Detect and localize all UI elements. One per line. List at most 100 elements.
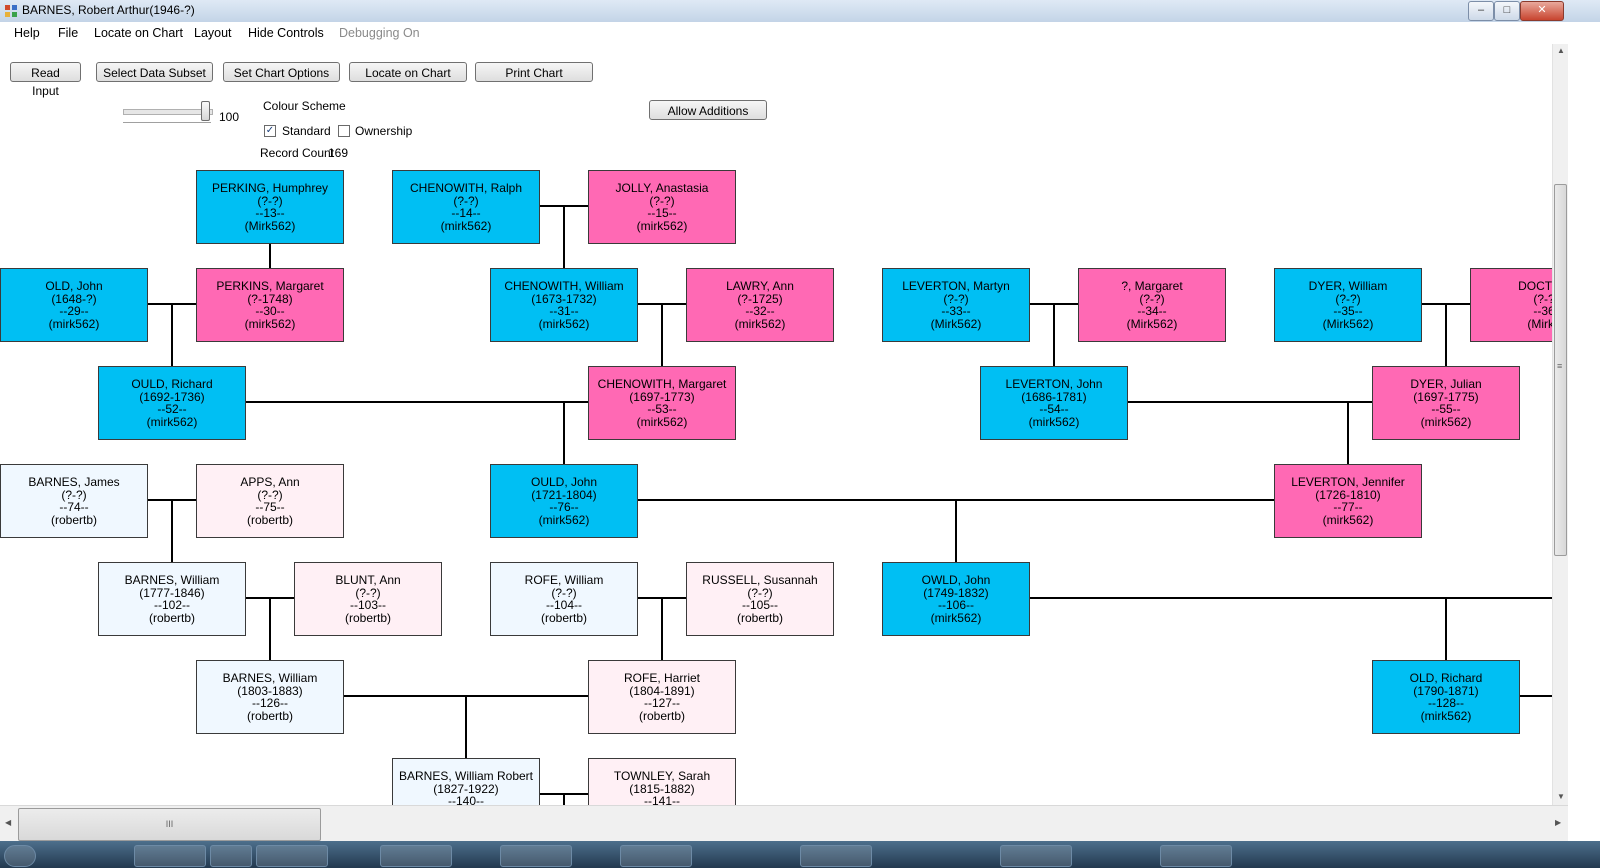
- person-box[interactable]: ROFE, William(?-?)--104--(robertb): [490, 562, 638, 636]
- person-box[interactable]: BARNES, James(?-?)--74--(robertb): [0, 464, 148, 538]
- maximize-button[interactable]: □: [1494, 1, 1520, 21]
- person-dates: (1692-1736): [139, 389, 205, 404]
- person-id: --140--: [447, 794, 484, 805]
- allow-additions-button[interactable]: Allow Additions: [649, 100, 767, 120]
- horizontal-scrollbar[interactable]: ◀ III ▶: [0, 805, 1568, 842]
- person-box[interactable]: LEVERTON, Martyn(?-?)--33--(Mirk562): [882, 268, 1030, 342]
- taskbar-item[interactable]: [1160, 845, 1232, 867]
- person-box[interactable]: CHENOWITH, Margaret(1697-1773)--53--(mir…: [588, 366, 736, 440]
- person-box[interactable]: OLD, John(1648-?)--29--(mirk562): [0, 268, 148, 342]
- taskbar-item[interactable]: [256, 845, 328, 867]
- menu-debugging-on[interactable]: Debugging On: [339, 26, 420, 40]
- person-id: --104--: [545, 598, 582, 612]
- vertical-scroll-thumb[interactable]: ≡: [1554, 184, 1567, 556]
- standard-checkbox[interactable]: ✓: [264, 125, 276, 137]
- person-box[interactable]: OWLD, John(1749-1832)--106--(mirk562): [882, 562, 1030, 636]
- taskbar-item[interactable]: [800, 845, 872, 867]
- set-chart-options-button[interactable]: Set Chart Options: [223, 62, 340, 82]
- person-dates: (?-?): [355, 585, 381, 600]
- person-box[interactable]: ?, Margaret(?-?)--34--(Mirk562): [1078, 268, 1226, 342]
- person-dates: (?-?): [61, 487, 87, 502]
- taskbar-item[interactable]: [380, 845, 452, 867]
- print-chart-button[interactable]: Print Chart: [475, 62, 593, 82]
- person-box[interactable]: DYER, William(?-?)--35--(Mirk562): [1274, 268, 1422, 342]
- person-box[interactable]: PERKINS, Margaret(?-1748)--30--(mirk562): [196, 268, 344, 342]
- ownership-label: Ownership: [355, 124, 413, 138]
- person-name: BARNES, James: [28, 475, 120, 489]
- person-name: DOCTON: [1518, 279, 1552, 293]
- menu-locate-on-chart[interactable]: Locate on Chart: [94, 26, 183, 40]
- person-dates: (1726-1810): [1315, 487, 1381, 502]
- scroll-up-arrow-icon[interactable]: ▲: [1557, 46, 1565, 55]
- taskbar-item[interactable]: [500, 845, 572, 867]
- vertical-scrollbar[interactable]: ▲ ≡ ▼: [1552, 44, 1569, 805]
- person-box[interactable]: LEVERTON, Jennifer(1726-1810)--77--(mirk…: [1274, 464, 1422, 538]
- family-tree-chart[interactable]: PERKING, Humphrey(?-?)--13--(Mirk562) CHE…: [0, 160, 1552, 805]
- menu-help[interactable]: Help: [14, 26, 40, 40]
- person-box[interactable]: APPS, Ann(?-?)--75--(robertb): [196, 464, 344, 538]
- person-box[interactable]: CHENOWITH, William(1673-1732)--31--(mirk…: [490, 268, 638, 342]
- horizontal-scroll-thumb[interactable]: III: [18, 808, 321, 841]
- locate-on-chart-button[interactable]: Locate on Chart: [349, 62, 467, 82]
- person-id: --54--: [1039, 402, 1069, 416]
- taskbar-item[interactable]: [620, 845, 692, 867]
- person-name: DYER, Julian: [1410, 377, 1482, 391]
- scroll-down-arrow-icon[interactable]: ▼: [1557, 792, 1565, 801]
- person-box[interactable]: BARNES, William(1777-1846)--102--(robert…: [98, 562, 246, 636]
- read-input-button[interactable]: Read Input: [10, 62, 81, 98]
- person-box[interactable]: OLD, Richard(1790-1871)--128--(mirk562): [1372, 660, 1520, 734]
- start-button[interactable]: [4, 845, 36, 867]
- person-id: --74--: [59, 500, 89, 514]
- select-data-subset-button[interactable]: Select Data Subset: [96, 62, 213, 82]
- person-owner: (mirk562): [538, 512, 590, 527]
- taskbar-item[interactable]: [134, 845, 206, 867]
- person-name: BARNES, William Robert: [398, 769, 534, 783]
- person-id: --105--: [741, 598, 778, 612]
- tree-connector-lines: [148, 205, 1552, 805]
- person-name: BARNES, William: [222, 671, 318, 685]
- zoom-slider-thumb[interactable]: [201, 101, 210, 121]
- person-box[interactable]: BLUNT, Ann(?-?)--103--(robertb): [294, 562, 442, 636]
- person-name: CHENOWITH, William: [504, 279, 624, 293]
- menu-hide-controls[interactable]: Hide Controls: [248, 26, 324, 40]
- record-count-value: 169: [328, 146, 349, 160]
- person-box[interactable]: LAWRY, Ann(?-1725)--32--(mirk562): [686, 268, 834, 342]
- menu-layout[interactable]: Layout: [194, 26, 232, 40]
- person-name: ROFE, Harriet: [623, 671, 700, 685]
- ownership-checkbox[interactable]: [338, 125, 350, 137]
- scroll-right-arrow-icon[interactable]: ▶: [1555, 818, 1562, 827]
- menu-file[interactable]: File: [58, 26, 79, 40]
- person-id: --141--: [643, 794, 680, 805]
- person-box[interactable]: DYER, Julian(1697-1775)--55--(mirk562): [1372, 366, 1520, 440]
- person-owner: (robertb): [736, 610, 783, 625]
- person-id: --31--: [549, 304, 579, 318]
- person-box[interactable]: ROFE, Harriet(1804-1891)--127--(robertb): [588, 660, 736, 734]
- close-button[interactable]: ✕: [1520, 1, 1564, 21]
- person-id: --32--: [745, 304, 775, 318]
- person-box[interactable]: JOLLY, Anastasia(?-?)--15--(mirk562): [588, 170, 736, 244]
- person-box[interactable]: CHENOWITH, Ralph(?-?)--14--(mirk562): [392, 170, 540, 244]
- person-id: --30--: [255, 304, 285, 318]
- person-box[interactable]: LEVERTON, John(1686-1781)--54--(mirk562): [980, 366, 1128, 440]
- person-owner: (robertb): [344, 610, 391, 625]
- person-box[interactable]: OULD, Richard(1692-1736)--52--(mirk562): [98, 366, 246, 440]
- person-id: --29--: [59, 304, 89, 318]
- person-dates: (1777-1846): [139, 585, 205, 600]
- person-name: LEVERTON, John: [1005, 377, 1103, 391]
- zoom-slider-track[interactable]: [123, 109, 213, 115]
- window-right-edge: [1568, 22, 1600, 841]
- taskbar-item[interactable]: [1000, 845, 1072, 867]
- person-name: CHENOWITH, Margaret: [597, 377, 727, 391]
- person-box[interactable]: BARNES, William Robert(1827-1922)--140--: [392, 758, 540, 805]
- person-box[interactable]: RUSSELL, Susannah(?-?)--105--(robertb): [686, 562, 834, 636]
- person-box[interactable]: BARNES, William(1803-1883)--126--(robert…: [196, 660, 344, 734]
- person-box[interactable]: OULD, John(1721-1804)--76--(mirk562): [490, 464, 638, 538]
- taskbar-item[interactable]: [210, 845, 252, 867]
- person-dates: (?-?): [747, 585, 773, 600]
- person-box[interactable]: TOWNLEY, Sarah(1815-1882)--141--: [588, 758, 736, 805]
- person-box[interactable]: PERKING, Humphrey(?-?)--13--(Mirk562): [196, 170, 344, 244]
- person-box[interactable]: DOCTON(?-?--36(Mirk5: [1470, 268, 1552, 342]
- minimize-button[interactable]: –: [1468, 1, 1494, 21]
- person-owner: (robertb): [638, 708, 685, 723]
- scroll-left-arrow-icon[interactable]: ◀: [5, 818, 12, 827]
